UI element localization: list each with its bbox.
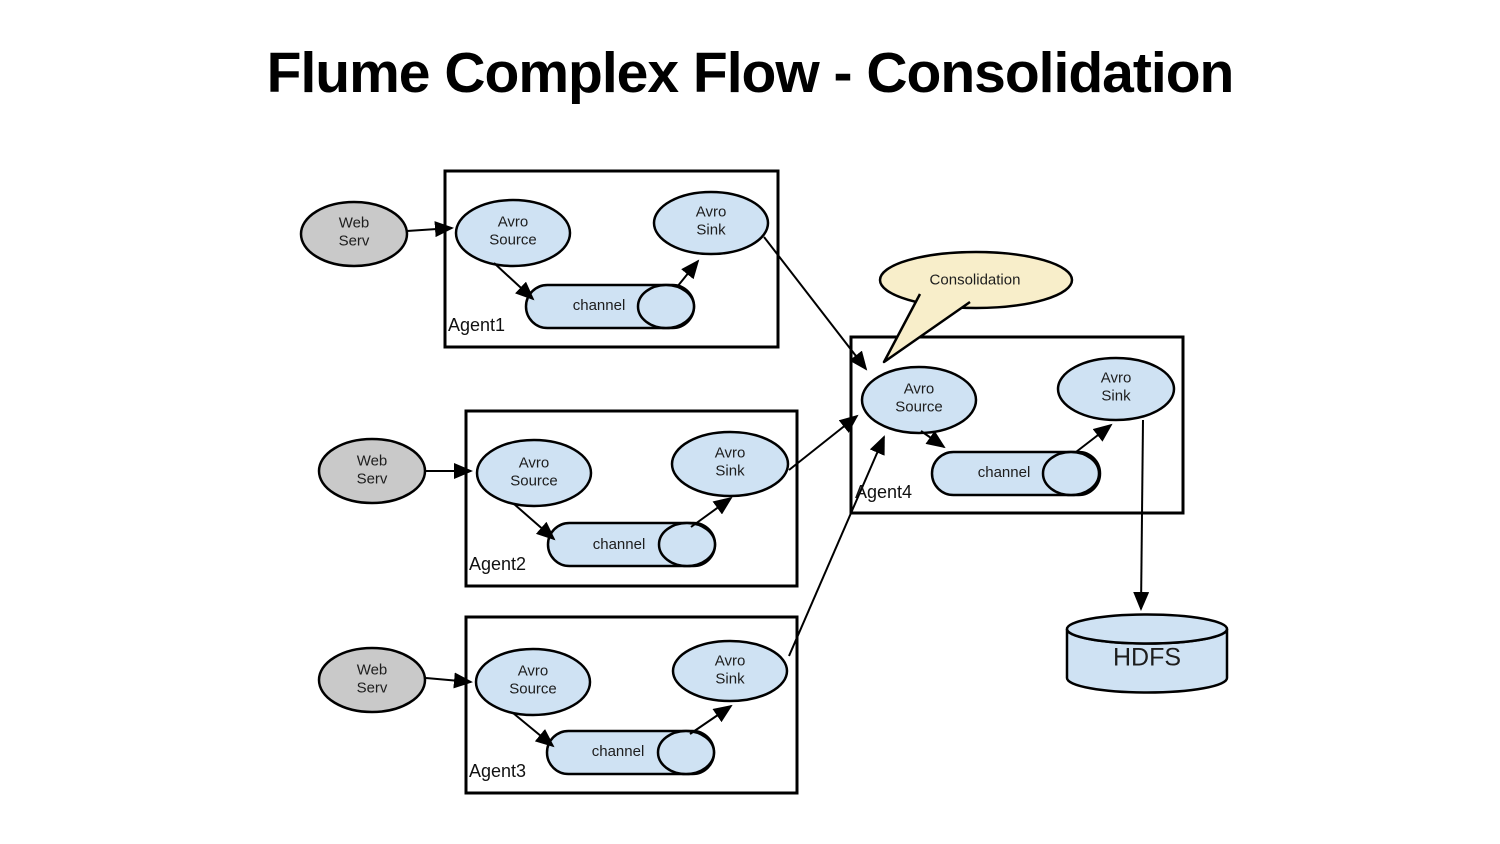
hdfs-label: HDFS [1112,643,1182,672]
agent4-avro-source-node [860,365,978,435]
webserver2-label: Web Serv [356,452,388,488]
webserver2-node [317,437,427,505]
agent4-channel-label: channel [977,463,1031,481]
arrow-source4-to-channel4 [920,430,946,449]
agent3-avro-source-node [474,647,592,717]
consolidation-callout-label: Consolidation [929,271,1021,289]
consolidation-callout-tail [882,293,971,364]
agent3-avro-sink-label: Avro Sink [714,652,746,688]
agent1-channel-label: channel [572,296,626,314]
arrow-sink1-to-source4 [763,236,868,371]
agent3-box-label: Agent3 [469,761,527,781]
webserver3-label: Web Serv [356,661,388,697]
arrow-webserver3-to-source3 [425,672,473,689]
arrow-channel4-to-sink4 [1075,423,1113,453]
arrow-sink2-to-source4 [788,414,859,471]
agent4-channel-endcap [1041,450,1101,497]
hdfs-cylinder-top [1065,613,1229,645]
agent4-box-label: Agent4 [855,482,913,502]
agent2-avro-sink-node [670,430,790,498]
agent1-channel-endcap [636,283,696,330]
arrow-source2-to-channel2 [513,503,556,541]
agent2-channel-endcap [657,521,717,568]
arrow-channel3-to-sink3 [689,704,733,735]
agent1-avro-sink-node [652,190,770,256]
arrow-channel1-to-sink1 [676,259,700,288]
agent3-channel-endcap [656,729,716,776]
webserver1-node [299,200,409,268]
agent2-avro-sink-label: Avro Sink [714,444,746,480]
page-title: Flume Complex Flow - Consolidation [266,41,1235,105]
agent3-avro-source-label: Avro Source [509,662,557,698]
arrow-sink3-to-source4 [788,435,885,657]
webserver1-label: Web Serv [338,214,370,250]
agent1-avro-source-node [454,198,572,268]
arrow-webserver1-to-source1 [406,221,454,238]
arrow-source3-to-channel3 [512,712,555,748]
consolidation-callout-bubble [878,250,1074,310]
agent1-avro-source-label: Avro Source [489,213,537,249]
agent2-avro-source-node [475,438,593,508]
agent4-avro-sink-node [1056,356,1176,422]
agent1-box-label: Agent1 [448,315,506,335]
agent2-box-label: Agent2 [469,554,527,574]
arrow-source1-to-channel1 [493,262,535,301]
agent3-avro-sink-node [671,639,789,703]
agent2-avro-source-label: Avro Source [510,454,558,490]
webserver3-node [317,646,427,714]
agent4-avro-source-label: Avro Source [895,380,943,416]
arrow-sink4-to-hdfs [1133,419,1150,611]
agent1-avro-sink-label: Avro Sink [695,203,727,239]
agent2-channel-label: channel [592,535,646,553]
arrow-channel2-to-sink2 [690,496,733,528]
agent4-avro-sink-label: Avro Sink [1100,369,1132,405]
agent3-channel-label: channel [591,742,645,760]
